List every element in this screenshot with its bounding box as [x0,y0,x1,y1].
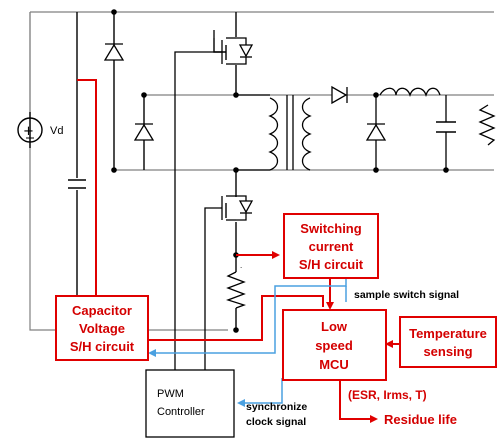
voltage-source: + [17,117,43,143]
capacitor-sh-line3: S/H circuit [70,339,135,354]
sample-switch-label: sample switch signal [354,289,459,301]
mosfet-lower [221,195,254,221]
capacitor-sh-line2: Voltage [79,321,125,336]
capacitor-sh-block: Capacitor Voltage S/H circuit [55,295,149,361]
pwm-controller-block: PWM Controller [145,369,235,438]
switching-sh-line2: current [309,239,354,254]
gray-wiring [29,11,494,331]
svg-text:.: . [240,261,242,270]
switching-sh-line3: S/H circuit [299,257,364,272]
mcu-line2: speed [315,338,353,353]
source-label: Vd [50,125,63,137]
sync-clock-line2: clock signal [246,416,306,428]
mcu-line1: Low [321,319,348,334]
pwm-line2: Controller [157,406,205,418]
dc-link-capacitor [68,179,86,189]
secondary-circuit [375,87,496,170]
outputs-label: (ESR, Irms, T) [348,388,427,402]
gate-drive-lines [174,30,222,370]
diode-bottom-left [133,123,155,141]
red-sense-wiring [77,79,400,423]
residue-life-label: Residue life [384,412,457,427]
secondary-diodes [331,85,387,141]
pwm-line1: PWM [157,388,184,400]
junction-dots [111,9,449,333]
diode-top-left [103,43,125,61]
sync-clock-line1: synchronize [246,401,307,413]
temperature-line1: Temperature [409,326,487,341]
mosfet-upper [221,37,254,65]
switching-sh-line1: Switching [300,221,361,236]
temperature-block: Temperature sensing [399,316,497,368]
switching-sh-block: Switching current S/H circuit [283,213,379,279]
transformer [236,94,312,171]
sense-resistor: . [225,261,247,309]
temperature-line2: sensing [423,344,472,359]
capacitor-sh-line1: Capacitor [72,303,132,318]
svg-text:+: + [23,124,34,139]
mcu-line3: MCU [319,357,349,372]
mcu-block: Low speed MCU [282,309,387,381]
